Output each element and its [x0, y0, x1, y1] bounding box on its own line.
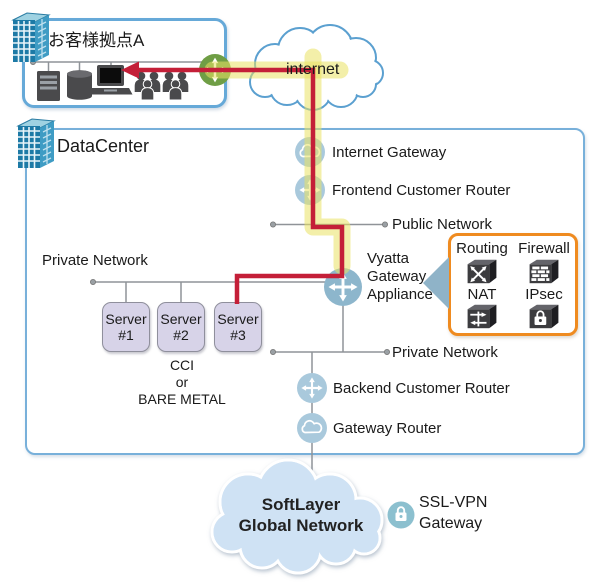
building-icon: [16, 118, 56, 168]
frontend-router-label: Frontend Customer Router: [332, 182, 511, 199]
internet-label: internet: [286, 61, 340, 78]
ssl-vpn-label: SSL-VPN Gateway: [419, 494, 488, 532]
routing-label: Routing: [456, 240, 508, 257]
server-1-box: Server #1: [102, 302, 150, 352]
internet-gateway-label: Internet Gateway: [332, 144, 447, 161]
nat-label: NAT: [467, 285, 497, 303]
routing-icon: [467, 259, 497, 284]
server-1-label: Server: [105, 311, 147, 327]
ssl-vpn-icon: [387, 501, 415, 529]
routing-firewall-callout: Routing Firewall NAT IPsec: [448, 233, 578, 336]
firewall-label: Firewall: [518, 240, 570, 257]
backend-router-label: Backend Customer Router: [333, 380, 510, 397]
server-3-box: Server #3: [214, 302, 262, 352]
datacenter-title: DataCenter: [57, 136, 150, 156]
customer-site-title: お客様拠点A: [48, 31, 145, 50]
ipsec-label: IPsec: [525, 285, 563, 303]
private-network-top-label: Private Network: [42, 252, 148, 269]
building-icon: [11, 12, 51, 62]
softlayer-label: SoftLayer Global Network: [238, 495, 364, 535]
server-caption: CCI or BARE METAL: [138, 357, 226, 407]
private-network-bottom-label: Private Network: [392, 344, 498, 361]
gateway-router-label: Gateway Router: [333, 420, 442, 437]
ipsec-icon: [529, 304, 559, 329]
vyatta-label: Vyatta Gateway Appliance: [367, 250, 433, 303]
server-2-box: Server #2: [157, 302, 205, 352]
nat-icon: [467, 304, 497, 329]
public-network-label: Public Network: [392, 216, 493, 233]
firewall-icon: [529, 259, 559, 284]
server-3-label: Server: [217, 311, 259, 327]
server-2-label: Server: [160, 311, 202, 327]
